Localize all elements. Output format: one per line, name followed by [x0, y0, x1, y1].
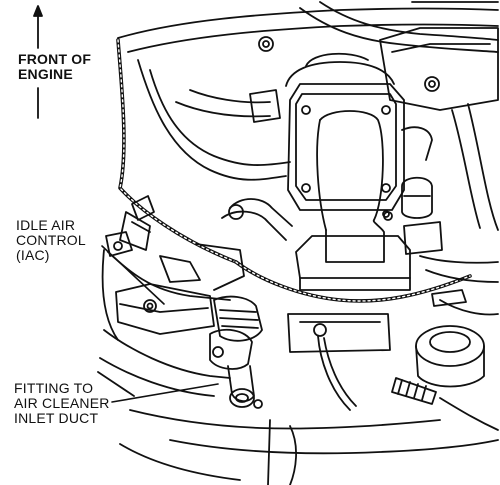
iac-line-2: CONTROL: [16, 232, 86, 248]
up-arrow-icon: [33, 5, 43, 119]
fitting-line-3: INLET DUCT: [14, 410, 99, 426]
fitting-line-2: AIR CLEANER: [14, 395, 110, 411]
iac-line-1: IDLE AIR: [16, 217, 76, 233]
fitting-label: FITTING TO AIR CLEANER INLET DUCT: [14, 381, 110, 426]
idle-air-control-label: IDLE AIR CONTROL (IAC): [16, 218, 86, 263]
front-of-engine-label: FRONT OF ENGINE: [18, 52, 91, 82]
iac-line-3: (IAC): [16, 247, 50, 263]
front-of-engine-line-1: FRONT OF: [18, 51, 92, 67]
fitting-line-1: FITTING TO: [14, 380, 94, 396]
front-of-engine-line-2: ENGINE: [18, 66, 73, 82]
